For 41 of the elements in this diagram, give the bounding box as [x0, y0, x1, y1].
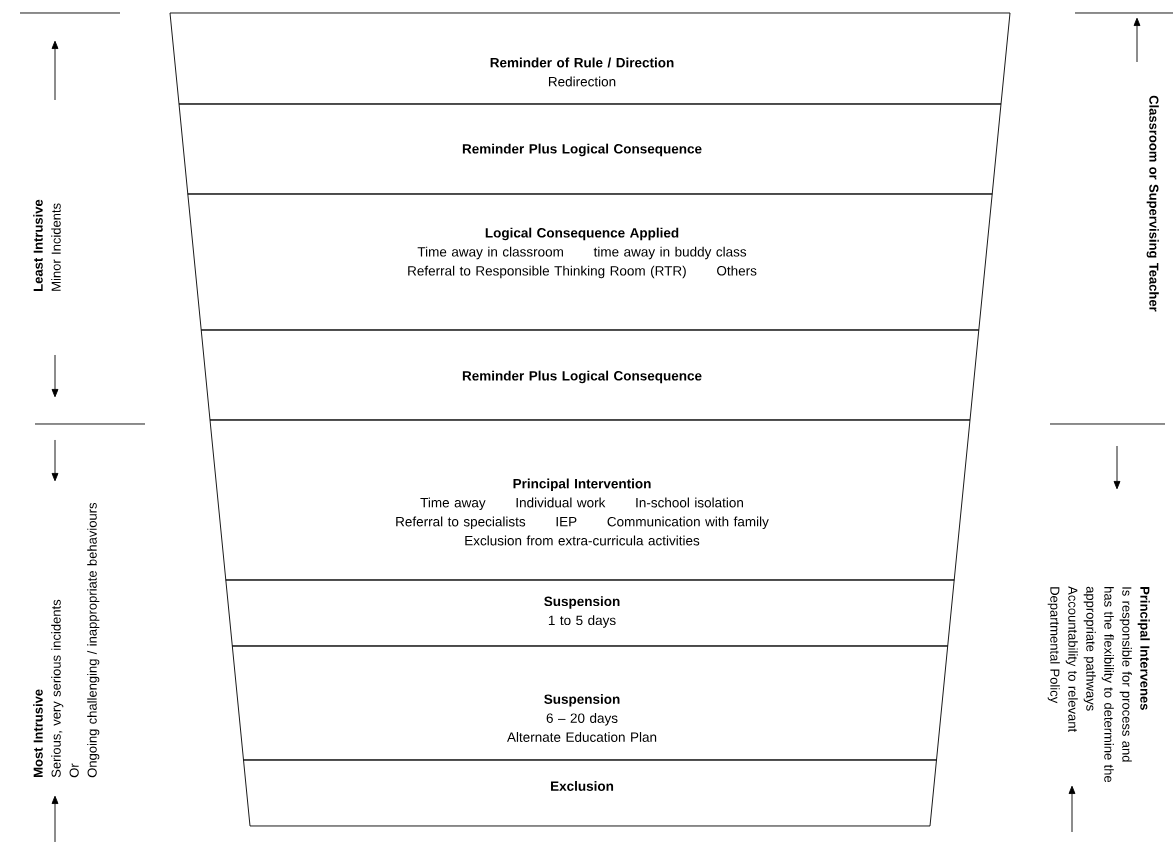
funnel-band	[209, 419, 971, 581]
band-text: In-school isolation	[636, 497, 743, 508]
band-text: time away in buddy class	[593, 246, 747, 260]
side-note: Minor Incidents	[51, 203, 61, 291]
band-heading: Logical Consequence Applied	[485, 227, 679, 241]
band-text: Communication with family	[607, 516, 769, 530]
band-text: Redirection	[548, 76, 616, 87]
funnel-band	[231, 645, 949, 761]
funnel-band	[225, 579, 955, 647]
band-text: IEP	[556, 517, 577, 527]
band-heading: Suspension	[544, 596, 620, 609]
funnel-band	[178, 103, 1002, 195]
band-heading: Reminder Plus Logical Consequence	[462, 370, 702, 384]
band-text: Time away in classroom	[417, 246, 563, 260]
funnel-band	[243, 759, 937, 827]
band-heading: Suspension	[544, 694, 620, 707]
band-heading: Reminder of Rule / Direction	[490, 57, 674, 68]
funnel-band	[169, 12, 1011, 105]
funnel-band	[187, 193, 993, 331]
side-note: Ongoing challenging / inappropriate behaviours	[87, 502, 100, 778]
band-text: Referral to specialists	[396, 516, 526, 530]
band-text: Referral to Responsible Thinking Room (RTR)	[408, 265, 686, 279]
band-text: 6 – 20 days	[546, 713, 618, 726]
band-heading: Exclusion	[551, 781, 614, 791]
side-note: Accountability to relevant Departmental Policy	[1047, 586, 1078, 732]
side-heading: Classroom or Supervising Teacher	[1146, 95, 1159, 312]
band-text: Individual work	[516, 497, 606, 508]
band-heading: Principal Intervention	[513, 478, 651, 492]
side-heading: Least Intrusive	[33, 199, 43, 291]
band-text: Alternate Education Plan	[507, 732, 657, 742]
side-note: Is responsible for process and has the flexibility to determine the appropriate pathways	[1083, 586, 1132, 783]
funnel-band	[200, 329, 980, 421]
band-heading: Reminder Plus Logical Consequence	[462, 143, 702, 157]
side-heading: Most Intrusive	[33, 689, 43, 777]
side-heading: Principal Intervenes	[1137, 587, 1150, 710]
side-note: Serious, very serious incidents	[51, 599, 64, 778]
band-text: Others	[717, 265, 757, 276]
band-text: Exclusion from extra-curricula activities	[465, 535, 700, 546]
band-text: Time away	[420, 497, 486, 511]
band-text: 1 to 5 days	[548, 615, 616, 628]
side-note: Or	[69, 763, 79, 778]
